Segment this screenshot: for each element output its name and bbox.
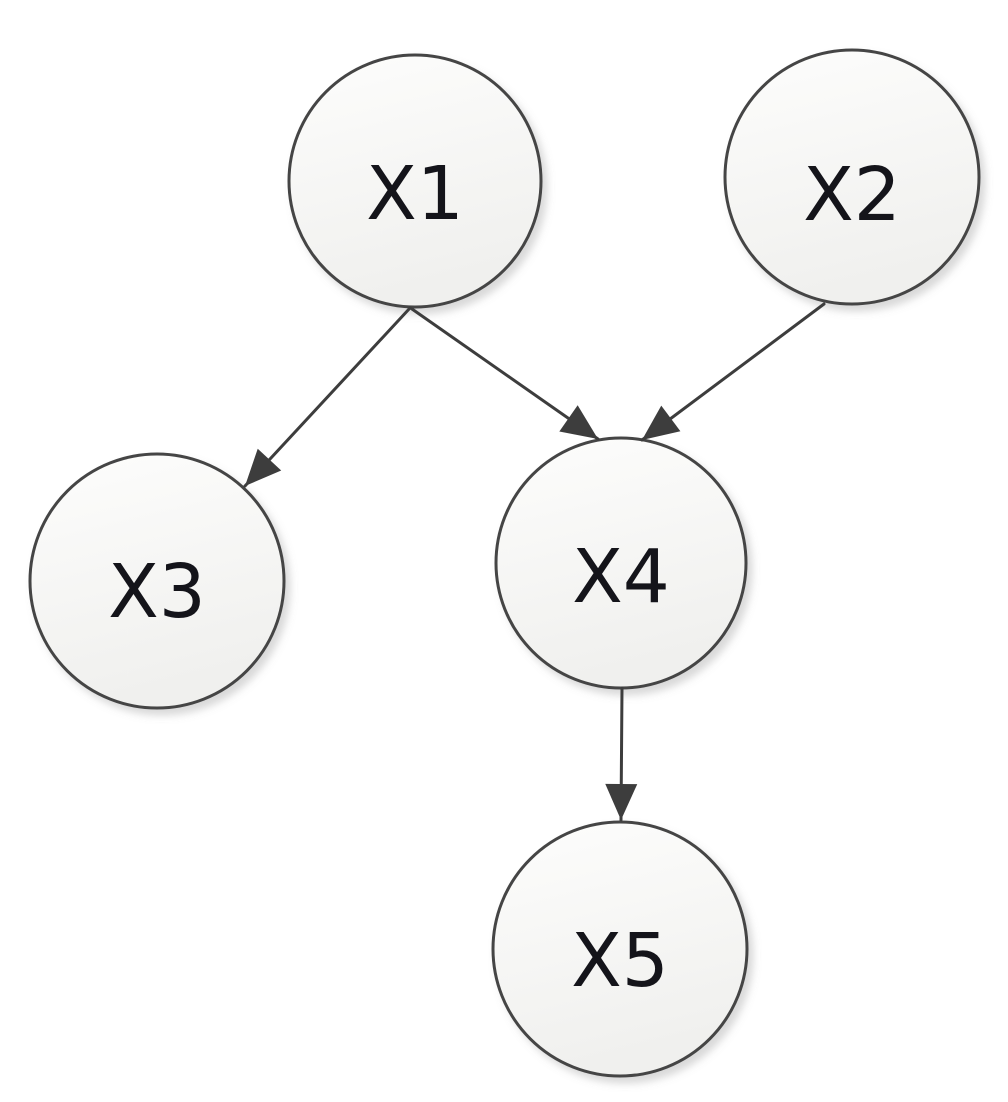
nodes-layer: X1 X2 X3 X4 X5	[28, 48, 981, 1078]
node-x4-label: X4	[572, 534, 670, 620]
node-x3-circle	[28, 452, 286, 710]
node-x1-label: X1	[366, 151, 464, 237]
edge-x1-x3-arrowhead-icon	[245, 448, 282, 486]
edge-x1-x4	[410, 307, 600, 441]
node-x2: X2	[723, 48, 981, 306]
node-x3-label: X3	[108, 549, 206, 635]
edge-x2-x4-line	[640, 302, 826, 442]
node-x1: X1	[287, 53, 543, 309]
node-x2-circle	[723, 48, 981, 306]
node-x2-label: X2	[803, 152, 901, 238]
node-x3: X3	[28, 452, 286, 710]
node-x5-label: X5	[571, 918, 669, 1004]
edge-x1-x3-line	[243, 306, 412, 488]
edges-layer	[243, 302, 826, 822]
edge-x1-x3	[243, 306, 412, 488]
edge-x2-x4-arrowhead-icon	[642, 405, 681, 440]
edge-x1-x4-line	[410, 307, 600, 441]
edge-x1-x4-arrowhead-icon	[559, 405, 598, 439]
node-x1-circle	[287, 53, 543, 309]
node-x5-circle	[491, 820, 749, 1078]
edge-x2-x4	[640, 302, 826, 442]
node-x4: X4	[494, 436, 748, 690]
edge-x4-x5-arrowhead-icon	[605, 783, 638, 820]
node-x5: X5	[491, 820, 749, 1078]
edge-x4-x5	[605, 686, 638, 822]
